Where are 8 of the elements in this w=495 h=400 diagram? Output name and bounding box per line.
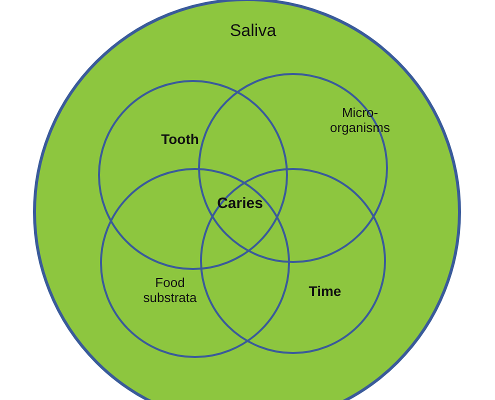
circle-label: Saliva [228, 21, 278, 41]
venn-circle [198, 73, 388, 263]
venn-circle [98, 80, 288, 270]
venn-circle [100, 168, 290, 358]
circle-label: Food substrata [142, 275, 198, 305]
circle-label: Time [308, 283, 342, 299]
circle-label: Tooth [160, 131, 200, 147]
venn-circle [200, 168, 386, 354]
